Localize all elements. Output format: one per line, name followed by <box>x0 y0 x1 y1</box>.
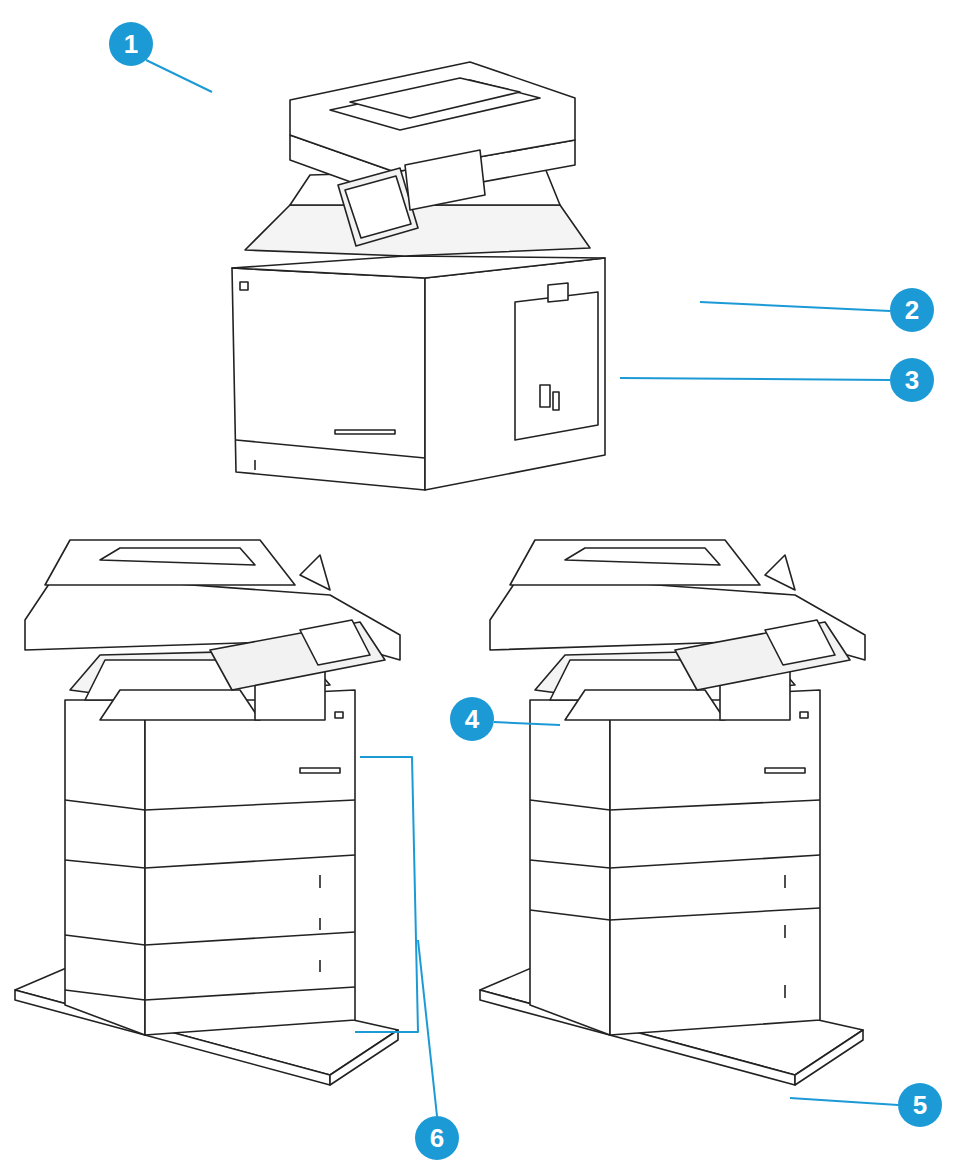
printer-with-cabinet <box>480 540 865 1085</box>
callout-number: 3 <box>905 365 919 396</box>
callout-number: 6 <box>430 1123 444 1154</box>
callout-circle: 6 <box>415 1116 459 1160</box>
callout-circle: 2 <box>890 288 934 332</box>
callout-circle: 1 <box>109 22 153 66</box>
callout-circle: 3 <box>890 358 934 402</box>
callout-circle: 5 <box>898 1083 942 1127</box>
callout-circle: 4 <box>450 697 494 741</box>
printer-with-trays <box>15 540 400 1085</box>
mfp-printer <box>232 62 605 490</box>
callout-number: 4 <box>465 704 479 735</box>
callout-number: 5 <box>913 1090 927 1121</box>
callout-number: 1 <box>124 29 138 60</box>
leader-lines <box>146 60 898 1116</box>
callout-number: 2 <box>905 295 919 326</box>
